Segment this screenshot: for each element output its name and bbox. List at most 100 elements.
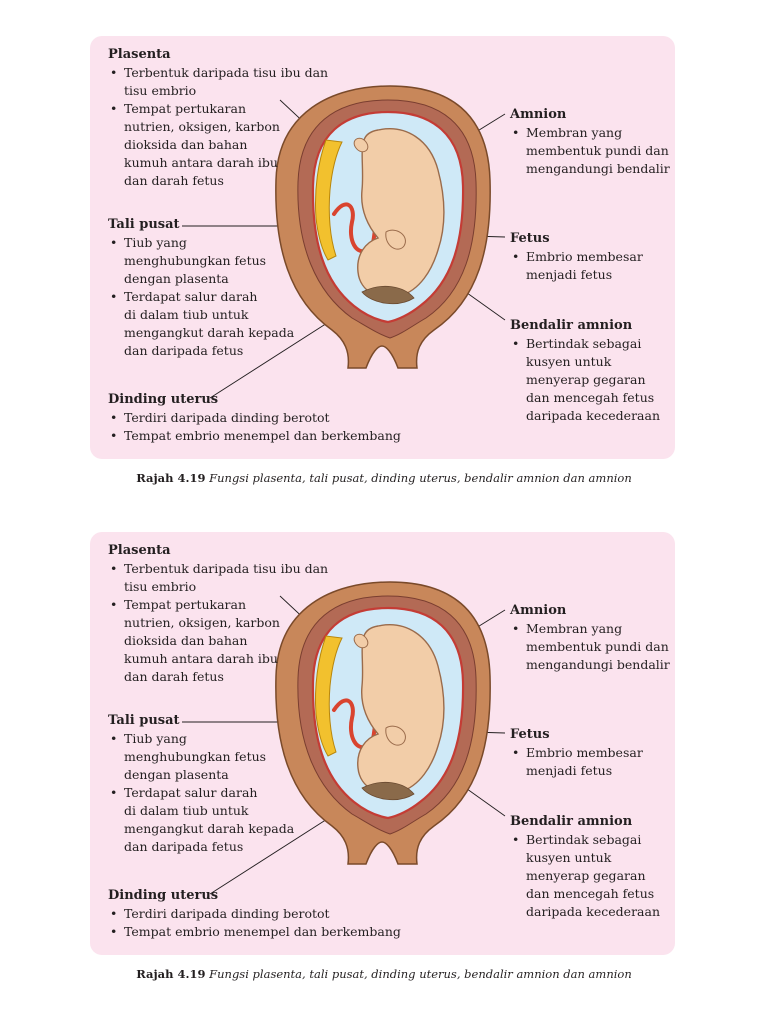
bullet-line: dengan plasenta: [124, 767, 229, 782]
bullet-line: nutrien, oksigen, karbon: [124, 615, 280, 630]
bullet-item: Terdiri daripada dinding berotot: [108, 905, 428, 923]
bullet-item: Tempat embrio menempel dan berkembang: [108, 427, 428, 445]
bullet-line: mengandungi bendalir: [526, 657, 670, 672]
bullet-line: dengan plasenta: [124, 271, 229, 286]
label-dinding-uterus: Dinding uterus Terdiri daripada dinding …: [108, 391, 428, 445]
bullet-line: dan daripada fetus: [124, 839, 243, 854]
caption-number: Rajah 4.19: [136, 471, 205, 485]
heading-amnion: Amnion: [510, 106, 670, 124]
bullet-line: Embrio membesar: [526, 249, 643, 264]
bullet-item: Bertindak sebagaikusyen untukmenyerap ge…: [510, 831, 670, 921]
heading-bendalir-amnion: Bendalir amnion: [510, 813, 670, 831]
bullet-line: mengangkut darah kepada: [124, 325, 294, 340]
bullet-line: dioksida dan bahan: [124, 633, 247, 648]
bullet-line: di dalam tiub untuk: [124, 803, 249, 818]
bullet-item: Terdapat salur darahdi dalam tiub untukm…: [108, 784, 338, 856]
bullet-line: dan darah fetus: [124, 173, 224, 188]
bullet-line: Tempat pertukaran: [124, 101, 246, 116]
caption-number: Rajah 4.19: [136, 967, 205, 981]
list-fetus: Embrio membesar menjadi fetus: [510, 248, 670, 284]
bullet-line: dan mencegah fetus: [526, 886, 654, 901]
bullet-line: menghubungkan fetus: [124, 749, 266, 764]
bullet-line: Membran yang: [526, 125, 622, 140]
heading-dinding-uterus: Dinding uterus: [108, 887, 428, 905]
label-tali-pusat: Tali pusat Tiub yang menghubungkan fetus d…: [108, 712, 338, 856]
bullet-line: mengandungi bendalir: [526, 161, 670, 176]
bullet-line: Embrio membesar: [526, 745, 643, 760]
bullet-item: Tiub yang menghubungkan fetus dengan plase…: [108, 234, 338, 288]
bullet-item: Tempat pertukaran nutrien, oksigen, karbo…: [108, 596, 338, 686]
list-plasenta: Terbentuk daripada tisu ibu dan tisu embr…: [108, 64, 338, 190]
bullet-line: menjadi fetus: [526, 267, 612, 282]
label-tali-pusat: Tali pusat Tiub yang menghubungkan fetus d…: [108, 216, 338, 360]
bullet-line: dioksida dan bahan: [124, 137, 247, 152]
bullet-item: Tiub yang menghubungkan fetus dengan plase…: [108, 730, 338, 784]
bullet-line: menyerap gegaran: [526, 372, 646, 387]
diagram-figure: Plasenta Terbentuk daripada tisu ibu dan…: [0, 0, 768, 495]
heading-fetus: Fetus: [510, 726, 670, 744]
heading-bendalir-amnion: Bendalir amnion: [510, 317, 670, 335]
heading-plasenta: Plasenta: [108, 542, 338, 560]
bullet-line: kusyen untuk: [526, 850, 611, 865]
caption-text: Fungsi plasenta, tali pusat, dinding ute…: [209, 967, 632, 981]
label-bendalir-amnion: Bendalir amnion Bertindak sebagaikusyen …: [510, 813, 670, 921]
bullet-line: Tiub yang: [124, 731, 187, 746]
bullet-line: Tiub yang: [124, 235, 187, 250]
bullet-line: Tempat embrio menempel dan berkembang: [124, 924, 401, 939]
label-plasenta: Plasenta Terbentuk daripada tisu ibu dan…: [108, 46, 338, 190]
bullet-item: Bertindak sebagaikusyen untukmenyerap ge…: [510, 335, 670, 425]
label-dinding-uterus: Dinding uterus Terdiri daripada dinding …: [108, 887, 428, 941]
heading-amnion: Amnion: [510, 602, 670, 620]
bullet-line: di dalam tiub untuk: [124, 307, 249, 322]
bullet-line: menghubungkan fetus: [124, 253, 266, 268]
label-bendalir-amnion: Bendalir amnion Bertindak sebagaikusyen …: [510, 317, 670, 425]
label-plasenta: Plasenta Terbentuk daripada tisu ibu dan…: [108, 542, 338, 686]
heading-dinding-uterus: Dinding uterus: [108, 391, 428, 409]
list-tali-pusat: Tiub yang menghubungkan fetus dengan plase…: [108, 234, 338, 360]
bullet-line: Membran yang: [526, 621, 622, 636]
heading-tali-pusat: Tali pusat: [108, 216, 338, 234]
bullet-item: Embrio membesar menjadi fetus: [510, 248, 670, 284]
bullet-line: Terbentuk daripada tisu ibu dan: [124, 561, 328, 576]
figure-caption: Rajah 4.19 Fungsi plasenta, tali pusat, …: [0, 966, 768, 982]
list-tali-pusat: Tiub yang menghubungkan fetus dengan plase…: [108, 730, 338, 856]
bullet-item: Terdiri daripada dinding berotot: [108, 409, 428, 427]
figure-caption: Rajah 4.19 Fungsi plasenta, tali pusat, …: [0, 470, 768, 486]
list-dinding-uterus: Terdiri daripada dinding berototTempat e…: [108, 905, 428, 941]
bullet-line: Terdiri daripada dinding berotot: [124, 410, 330, 425]
caption-text: Fungsi plasenta, tali pusat, dinding ute…: [209, 471, 632, 485]
bullet-line: Terbentuk daripada tisu ibu dan: [124, 65, 328, 80]
bullet-line: menyerap gegaran: [526, 868, 646, 883]
bullet-item: Terbentuk daripada tisu ibu dan tisu embr…: [108, 64, 338, 100]
bullet-line: kumuh antara darah ibu: [124, 651, 278, 666]
bullet-line: dan darah fetus: [124, 669, 224, 684]
label-fetus: Fetus Embrio membesar menjadi fetus: [510, 230, 670, 284]
list-plasenta: Terbentuk daripada tisu ibu dan tisu embr…: [108, 560, 338, 686]
bullet-line: Tempat pertukaran: [124, 597, 246, 612]
bullet-line: Terdiri daripada dinding berotot: [124, 906, 330, 921]
heading-fetus: Fetus: [510, 230, 670, 248]
heading-tali-pusat: Tali pusat: [108, 712, 338, 730]
bullet-item: Tempat embrio menempel dan berkembang: [108, 923, 428, 941]
bullet-line: tisu embrio: [124, 83, 196, 98]
bullet-line: daripada kecederaan: [526, 904, 660, 919]
bullet-line: Terdapat salur darah: [124, 785, 257, 800]
bullet-line: kumuh antara darah ibu: [124, 155, 278, 170]
bullet-line: Bertindak sebagai: [526, 336, 641, 351]
bullet-line: nutrien, oksigen, karbon: [124, 119, 280, 134]
heading-plasenta: Plasenta: [108, 46, 338, 64]
list-dinding-uterus: Terdiri daripada dinding berototTempat e…: [108, 409, 428, 445]
bullet-line: tisu embrio: [124, 579, 196, 594]
bullet-line: dan daripada fetus: [124, 343, 243, 358]
